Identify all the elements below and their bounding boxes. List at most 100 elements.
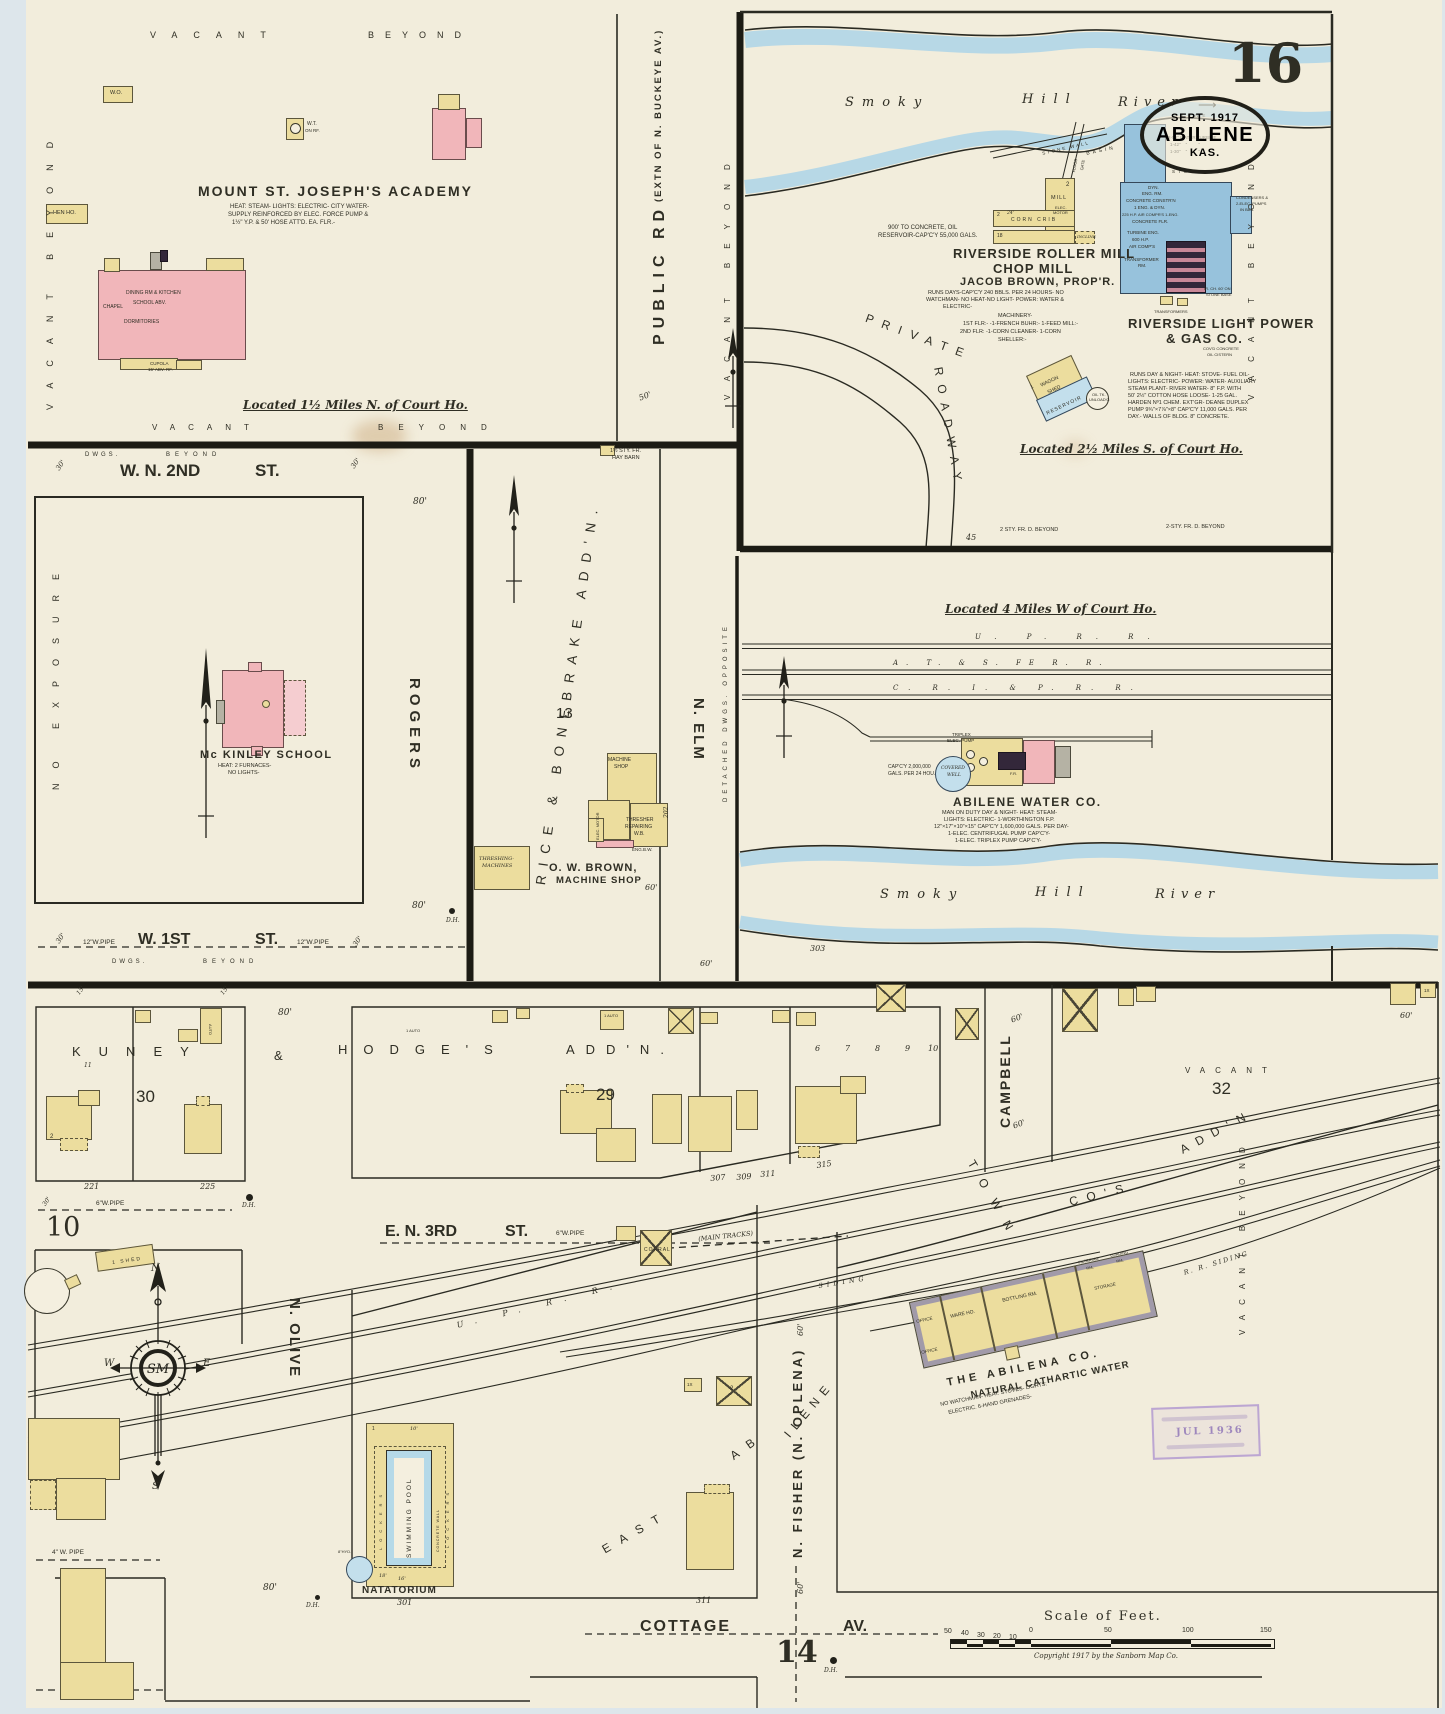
map-label: VACANT BEYOND: [1247, 150, 1256, 400]
location-note: Located 2½ Miles S. of Court Ho.: [1020, 442, 1243, 456]
map-label: IR. CH. 60' ON: [1204, 286, 1231, 291]
map-label: 60': [700, 959, 713, 968]
landmark-name: RIVERSIDE LIGHT POWER: [1128, 316, 1315, 331]
map-label: 202: [663, 806, 670, 818]
shed: [516, 1008, 530, 1019]
map-label: PUMP 9¾"×7⅞"×8" CAP'C'Y 11,000 GALS. PER: [1128, 407, 1247, 413]
map-label: 6: [815, 1044, 821, 1053]
outbuilding: [103, 86, 133, 103]
map-label: CAP'C'Y 2,000,000: [888, 764, 931, 770]
ruler-cell: [1015, 1644, 1031, 1648]
map-label: BEYOND: [203, 959, 259, 965]
river-name: Hill: [1035, 885, 1091, 900]
map-label: 9: [905, 1044, 911, 1053]
map-label: 2 STY. FR. D. BEYOND: [1000, 527, 1059, 533]
map-label: MOTOR: [1053, 210, 1068, 215]
dwelling-wing: [466, 118, 482, 148]
map-label: UNLOAD'G: [1089, 397, 1110, 402]
map-label: 80': [412, 901, 426, 911]
map-label: COV'D CONCRETE: [1203, 346, 1239, 351]
map-label: 1-ELEC. CENTRIFUGAL PUMP CAP'C'Y-: [948, 831, 1051, 837]
block-number: 13: [556, 705, 573, 722]
hen-house: [46, 204, 88, 224]
map-label: 225 H.P. AIR COMPR'S 1-ENG.: [1122, 212, 1179, 217]
house-number: 309: [735, 1171, 752, 1182]
dwelling: [688, 1096, 732, 1152]
street-name: E. N. 3RD: [385, 1223, 458, 1240]
map-label: ON RF.: [305, 128, 320, 133]
map-label: 600 H.P.: [1132, 237, 1149, 242]
ruler-cell: [1111, 1644, 1191, 1648]
map-label: RUNS DAYS-CAP'C'Y 240 BBLS. PER 24 HOURS…: [928, 290, 1064, 296]
river-name: River: [1155, 887, 1221, 902]
map-label: CORRAL: [644, 1247, 671, 1253]
map-label: SHELLER:-: [998, 337, 1027, 343]
waterworks-building: [1055, 746, 1071, 778]
hydrant-well: [346, 1556, 373, 1583]
outbuilding: [438, 94, 460, 110]
copyright-line: Copyright 1917 by the Sanborn Map Co.: [1034, 1652, 1178, 1660]
map-label: VACANT BEYOND: [723, 150, 732, 400]
map-label: IN BAS.: [1240, 207, 1255, 212]
shed: [700, 1012, 718, 1024]
map-label: ELEC. MOTOR: [595, 812, 600, 841]
railroad-name: A. T. & S. FE R. R.: [893, 659, 1110, 667]
map-label: S: [152, 1481, 159, 1492]
map-label: TRIPLEX: [952, 732, 971, 737]
porch: [798, 1146, 820, 1158]
map-label: 80': [413, 497, 427, 507]
ruler-tick-label: 40: [961, 1630, 969, 1637]
map-label: 2: [50, 1134, 54, 1140]
svg-text:SM: SM: [147, 1362, 170, 1377]
map-label: ELEC.: [1055, 205, 1067, 210]
incline: [1075, 231, 1095, 244]
map-label: 2-STY. FR. D. BEYOND: [1166, 524, 1225, 530]
corn-crib: [993, 230, 1075, 244]
stamp-blur-line: [1161, 1414, 1248, 1422]
map-label: ENG.B.W.: [632, 847, 653, 852]
map-label: HEN HO.: [53, 210, 76, 216]
ruler-cell: [1031, 1643, 1111, 1647]
landmark-name: O. W. BROWN,: [549, 862, 638, 874]
map-label: THRESHER: [626, 817, 654, 823]
map-label: CORN CRIB: [1011, 217, 1058, 223]
street-name: N. FISHER (N. OPLENA): [790, 1347, 805, 1558]
street-name: PUBLIC RD: [651, 203, 668, 345]
river-name: Hill: [1022, 92, 1078, 107]
smoky-hill-river-lower: [738, 841, 1439, 953]
school-wing: [248, 662, 262, 672]
railroad-name: C. R. I. & P. R. R.: [893, 684, 1143, 692]
street-name: ROGERS: [406, 678, 423, 774]
threshing-machines-shed: [474, 846, 530, 890]
river-name: Smoky: [845, 95, 930, 110]
addition-name: ADD'N.: [566, 1042, 675, 1057]
hydrant-dot: [246, 1194, 253, 1201]
map-label: 60': [1400, 1011, 1413, 1020]
water-tank-icon: [290, 123, 301, 134]
academy-building: [98, 270, 246, 360]
north-arrow-icon: [725, 328, 741, 428]
map-label: 60': [645, 883, 658, 892]
dwelling: [596, 1128, 636, 1162]
porch: [176, 360, 202, 370]
dwelling: [652, 1094, 682, 1144]
north-arrow: [197, 648, 215, 843]
map-label: 7: [845, 1044, 851, 1053]
map-label: 12"×17"×10"×15" CAP'C'Y 1,600,000 GALS. …: [934, 824, 1069, 830]
map-label: 6"W.PIPE: [96, 1200, 125, 1207]
landmark-name: ABILENE WATER CO.: [953, 795, 1102, 809]
map-label: DWGS.: [112, 959, 148, 965]
hydrant-dot: [449, 908, 455, 914]
street-lines-thick: [28, 12, 1438, 989]
block-outlines: [34, 10, 1439, 1708]
map-label: D.H.: [824, 1667, 838, 1674]
school-annex: [284, 680, 306, 736]
porch: [196, 1096, 210, 1106]
page-number: 16: [1228, 31, 1304, 95]
porch: [206, 258, 244, 271]
auto-garage: [600, 1010, 624, 1030]
north-arrow-icon: [506, 475, 522, 603]
map-label: DYN.: [1148, 185, 1159, 190]
street-name: N. ELM: [690, 698, 707, 761]
